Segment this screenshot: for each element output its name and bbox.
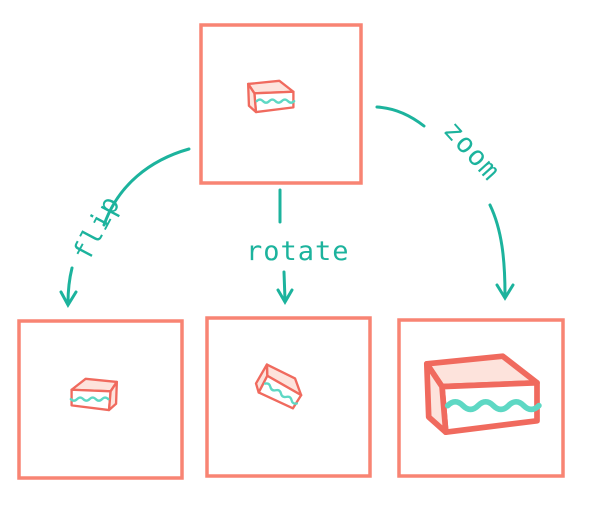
original-frame: [199, 23, 363, 185]
zoomed-image: [397, 318, 565, 478]
cake-slice-flipped: [69, 377, 119, 412]
rotate-arrow: [276, 188, 294, 305]
flipped-frame: [17, 319, 184, 480]
cake-slice-zoomed: [427, 356, 539, 432]
flip-arrow: [59, 147, 191, 309]
zoom-label: zoom: [437, 115, 506, 187]
zoomed-frame: [397, 318, 565, 478]
rotated-frame: [205, 316, 372, 478]
zoom-arrow: [375, 105, 515, 301]
original-image: [199, 23, 363, 185]
flipped-image: [17, 319, 184, 480]
rotate-label: rotate: [246, 236, 350, 267]
cake-slice-original: [246, 79, 296, 114]
rotated-image: [205, 316, 372, 478]
flip-label: flip: [67, 190, 127, 266]
cake-slice-rotated: [250, 360, 309, 414]
